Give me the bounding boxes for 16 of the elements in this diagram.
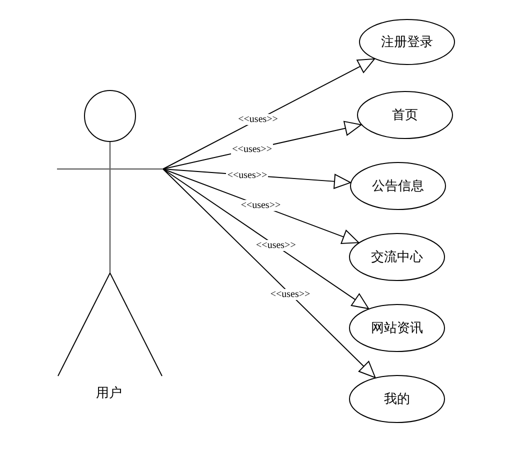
arrow: [162, 58, 375, 170]
use-case-ellipse: 首页: [357, 91, 453, 139]
use-case-ellipse: 我的: [349, 375, 445, 423]
arrow: [162, 168, 376, 378]
actor-name: 用户: [96, 385, 122, 402]
use-case-ellipse: 交流中心: [349, 233, 445, 281]
edge-label: <<uses>>: [231, 144, 273, 155]
edge-label: <<uses>>: [237, 114, 279, 125]
use-case-ellipse: 注册登录: [359, 19, 455, 65]
use-case-ellipse: 网站资讯: [349, 304, 445, 352]
arrow: [162, 168, 370, 310]
edge-label: <<uses>>: [226, 170, 268, 181]
edge-label: <<uses>>: [240, 200, 282, 212]
edge-label: <<uses>>: [255, 240, 297, 252]
edge-label: <<uses>>: [269, 288, 312, 300]
use-case-ellipse: 公告信息: [350, 162, 446, 210]
